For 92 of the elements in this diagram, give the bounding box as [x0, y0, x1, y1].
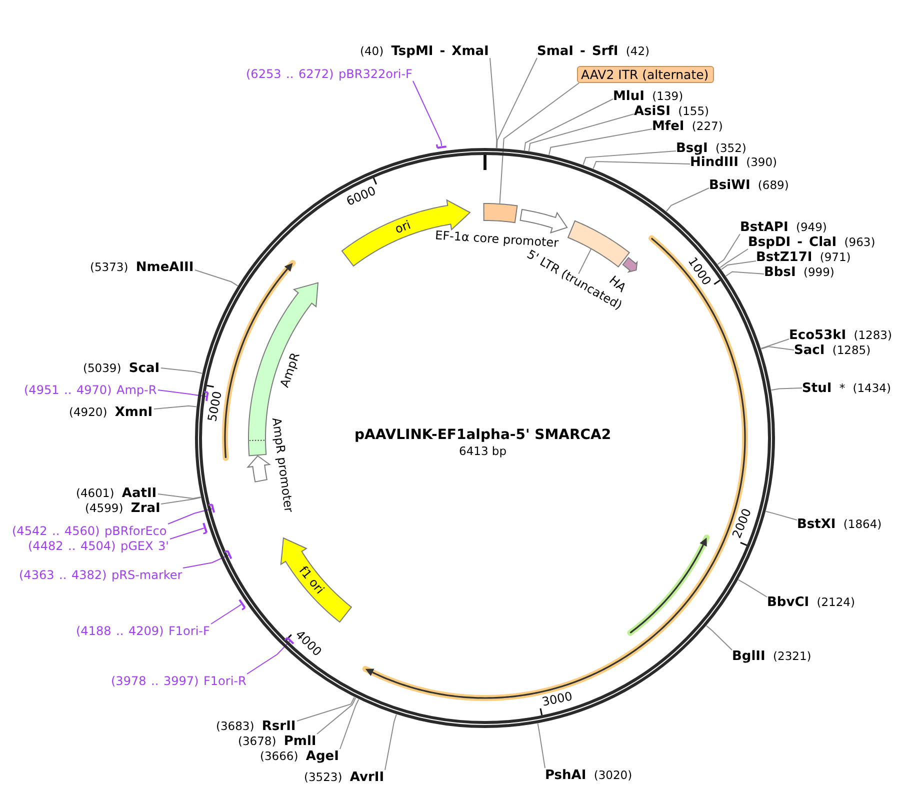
restriction-site-label: (3523) AvrII	[304, 770, 385, 784]
leader-line	[537, 722, 546, 768]
primer-site-mark	[201, 521, 209, 536]
restriction-site-label: StuI* (1434)	[802, 381, 892, 395]
restriction-site-label: BstAPI (949)	[740, 220, 828, 234]
leader-line	[770, 388, 802, 391]
restriction-site-label: BstXI (1864)	[797, 517, 883, 531]
leader-line	[760, 346, 794, 350]
scale-label: 2000	[730, 506, 754, 540]
leader-line	[578, 248, 592, 274]
leader-line	[720, 260, 756, 270]
leader-line	[340, 698, 360, 750]
restriction-site-label: BbvCI (2124)	[767, 595, 856, 609]
restriction-site-label: MfeI (227)	[652, 119, 724, 133]
leader-line	[528, 114, 634, 152]
feature-label: EF-1α core promoter	[435, 228, 560, 250]
primer-site-mark	[435, 142, 448, 150]
leader-line	[666, 188, 710, 212]
leader-line	[154, 405, 197, 410]
primer-site-mark	[222, 549, 233, 561]
leader-line	[182, 554, 230, 568]
primer-label: (4363 .. 4382) pRS-marker	[19, 568, 183, 582]
leader-line	[592, 160, 690, 170]
feature-label: AmpR promoter	[270, 416, 296, 514]
scale-label: 3000	[540, 690, 574, 709]
primer-label: (4542 .. 4560) pBRforEco	[12, 524, 168, 538]
restriction-site-label: SacI (1285)	[794, 343, 872, 357]
leader-line	[720, 248, 748, 268]
feature-label: AmpR	[278, 351, 303, 390]
feature-callout: AAV2 ITR (alternate)	[577, 66, 714, 83]
primer-site-mark	[237, 598, 247, 612]
leader-line	[246, 640, 291, 674]
restriction-site-label: (4601) AatII	[76, 486, 158, 500]
restriction-site-label: (3666) AgeI	[260, 749, 340, 763]
restriction-site-label: BspDI - ClaI (963)	[748, 235, 876, 249]
restriction-site-label: PshAI (3020)	[545, 768, 633, 782]
leader-line	[760, 338, 790, 349]
restriction-site-label: (5039) ScaI	[83, 361, 161, 375]
leader-line	[210, 604, 242, 624]
restriction-site-label: (4599) ZraI	[85, 501, 161, 515]
scale-label: 5000	[206, 390, 225, 422]
primer-label: (4951 .. 4970) Amp-R	[24, 383, 158, 397]
leader-line	[717, 234, 740, 265]
primer-site-mark	[207, 502, 216, 515]
restriction-site-label: SmaI - SrfI (42)	[537, 44, 651, 58]
leader-line	[582, 150, 676, 166]
leader-line	[548, 128, 652, 156]
primer-label: (4188 .. 4209) F1ori-F	[76, 624, 211, 638]
feature-box	[482, 202, 519, 225]
leader-line	[168, 508, 214, 524]
leader-line	[524, 98, 614, 151]
primer-label: (6253 .. 6272) pBR322ori-F	[246, 67, 413, 81]
restriction-site-label: AsiSI (155)	[634, 104, 710, 118]
sequence-length: 6413 bp	[459, 444, 507, 458]
leader-line	[158, 390, 208, 398]
plasmid-name: pAAVLINK-EF1alpha-5' SMARCA2	[354, 427, 612, 443]
restriction-site-label: (3683) RsrII	[216, 719, 297, 733]
restriction-site-label: (5373) NmeAIII	[90, 260, 195, 274]
restriction-site-label: BbsI (999)	[764, 265, 835, 279]
leader-line	[160, 368, 202, 374]
leader-line	[499, 82, 580, 204]
leader-line	[496, 58, 538, 148]
restriction-site-label: BsgI (352)	[676, 141, 747, 155]
restriction-site-label: BstZ17I (971)	[756, 250, 852, 264]
restriction-site-label: (40) TspMI - XmaI	[360, 44, 490, 58]
restriction-site-label: (4920) XmnI	[69, 405, 154, 419]
primer-label: (3978 .. 3997) F1ori-R	[111, 674, 247, 688]
restriction-site-label: BsiWI (689)	[709, 178, 790, 192]
leader-line	[765, 510, 798, 520]
leader-line	[725, 271, 764, 276]
primer-site-mark	[283, 636, 296, 646]
feature-label: f1 ori	[296, 564, 328, 597]
restriction-site-label: MluI (139)	[613, 89, 684, 103]
leader-line	[170, 528, 204, 540]
leader-line	[160, 497, 202, 504]
scale-label: 6000	[344, 184, 378, 209]
feature-label: ori	[393, 218, 413, 237]
leader-line	[158, 494, 202, 500]
leader-line	[384, 714, 397, 770]
leader-line	[706, 625, 732, 650]
feature-box	[566, 219, 631, 269]
restriction-site-label: BglII (2321)	[732, 649, 812, 663]
leader-line	[412, 80, 442, 146]
primer-label: (4482 .. 4504) pGEX 3'	[28, 539, 170, 553]
restriction-site-label: Eco53kI (1283)	[789, 328, 893, 342]
restriction-site-label: HindIII (390)	[690, 155, 778, 169]
leader-line	[738, 579, 768, 598]
leader-line	[490, 58, 498, 148]
restriction-site-label: (3678) PmlI	[238, 734, 317, 748]
leader-line	[296, 696, 355, 722]
leader-line	[316, 697, 356, 734]
leader-line	[194, 270, 238, 286]
